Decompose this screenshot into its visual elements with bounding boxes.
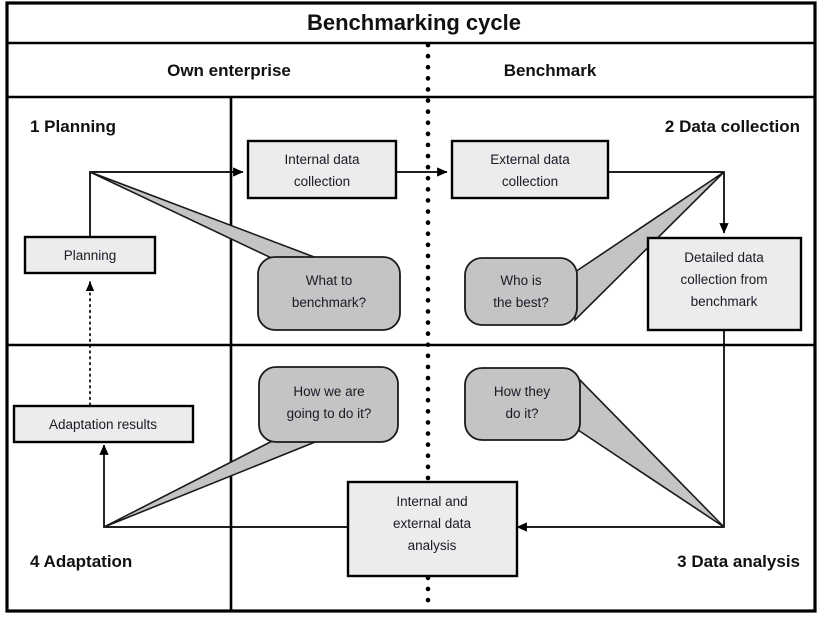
column-header-benchmark: Benchmark	[504, 61, 597, 80]
bubble-how-they-do-it[interactable]: How they do it?	[464, 367, 581, 441]
internal-external-data-analysis-line-1: Internal and	[396, 494, 467, 509]
internal-external-data-analysis-box-rect[interactable]	[346, 480, 519, 578]
bubble-who-is-the-best[interactable]: Who is the best?	[464, 257, 578, 326]
how-we-are-going-to-do-it-bubble-rect[interactable]	[258, 366, 399, 443]
planning-box-rect[interactable]	[23, 235, 157, 275]
quadrant-label-data-collection: 2 Data collection	[665, 117, 800, 136]
tail-how-we-are-going-to-do-it	[103, 435, 331, 528]
process-box-external-data-collection[interactable]: External data collection	[450, 139, 610, 200]
internal-data-collection-box-rect[interactable]	[246, 139, 398, 200]
process-box-internal-data-collection[interactable]: Internal data collection	[246, 139, 398, 200]
connector-layer	[85, 167, 729, 532]
detailed-data-collection-line-2: collection from	[680, 272, 767, 287]
planning-box-line-1: Planning	[64, 248, 117, 263]
how-they-do-it-line-1: How they	[494, 384, 551, 399]
outer-border	[5, 1, 817, 613]
page-title: Benchmarking cycle	[307, 10, 521, 35]
column-header-own-enterprise: Own enterprise	[167, 61, 291, 80]
external-data-collection-line-1: External data	[490, 152, 570, 167]
adaptation-results-box-rect[interactable]	[12, 404, 195, 444]
what-to-benchmark-line-2: benchmark?	[292, 295, 366, 310]
diagram-frame	[5, 1, 817, 613]
who-is-the-best-bubble-rect[interactable]	[464, 257, 578, 326]
connector-analysis-to-adaptation-results	[99, 444, 348, 528]
quadrant-label-planning: 1 Planning	[30, 117, 116, 136]
quadrant-label-data-analysis: 3 Data analysis	[677, 552, 800, 571]
adaptation-results-line-1: Adaptation results	[49, 417, 157, 432]
detailed-data-collection-line-3: benchmark	[691, 294, 758, 309]
internal-external-data-analysis-line-3: analysis	[408, 538, 457, 553]
detailed-data-collection-line-1: Detailed data	[684, 250, 764, 265]
internal-data-collection-line-2: collection	[294, 174, 350, 189]
detailed-data-collection-box-rect[interactable]	[646, 236, 803, 332]
process-box-adaptation-results[interactable]: Adaptation results	[12, 404, 195, 444]
how-we-are-going-to-do-it-line-2: going to do it?	[287, 406, 372, 421]
external-data-collection-line-2: collection	[502, 174, 558, 189]
who-is-the-best-line-2: the best?	[493, 295, 549, 310]
what-to-benchmark-bubble-rect[interactable]	[257, 256, 401, 331]
process-box-internal-external-data-analysis[interactable]: Internal and external data analysis	[346, 480, 519, 578]
what-to-benchmark-line-1: What to	[306, 273, 353, 288]
quadrant-label-adaptation: 4 Adaptation	[30, 552, 132, 571]
bubble-how-we-are-going-to-do-it[interactable]: How we are going to do it?	[258, 366, 399, 443]
external-data-collection-box-rect[interactable]	[450, 139, 610, 200]
internal-external-data-analysis-line-2: external data	[393, 516, 472, 531]
how-we-are-going-to-do-it-line-1: How we are	[293, 384, 364, 399]
internal-data-collection-line-1: Internal data	[284, 152, 360, 167]
bubble-what-to-benchmark[interactable]: What to benchmark?	[257, 256, 401, 331]
who-is-the-best-line-1: Who is	[500, 273, 542, 288]
process-box-detailed-data-collection[interactable]: Detailed data collection from benchmark	[646, 236, 803, 332]
how-they-do-it-line-2: do it?	[505, 406, 538, 421]
process-box-planning[interactable]: Planning	[23, 235, 157, 275]
tail-how-they-do-it	[577, 376, 725, 528]
how-they-do-it-bubble-rect[interactable]	[464, 367, 581, 441]
bubble-tail-layer	[89, 171, 725, 528]
